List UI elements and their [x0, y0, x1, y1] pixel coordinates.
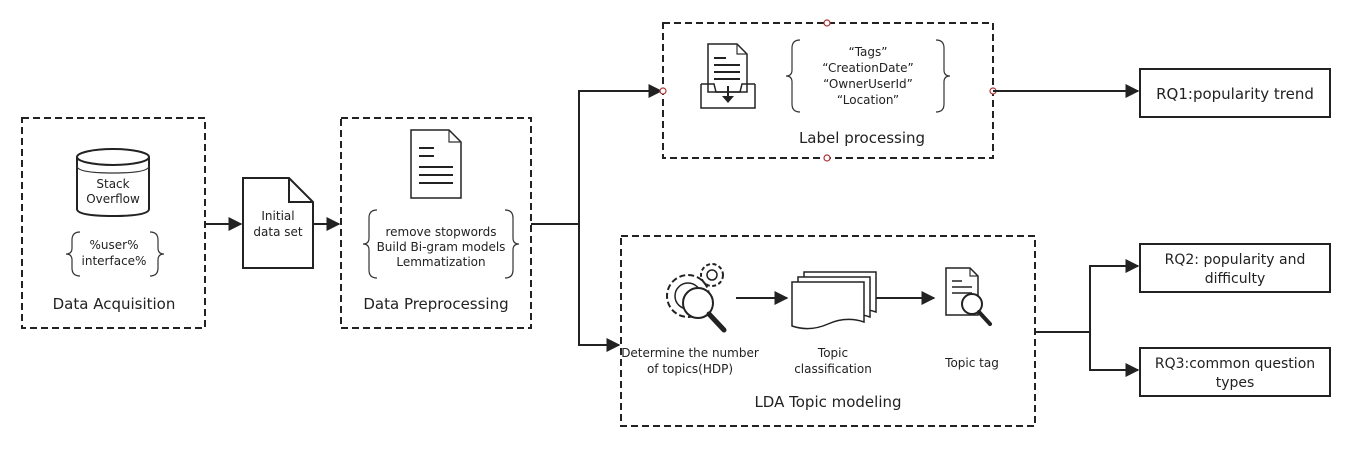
label-field-3: “OwnerUserId” [823, 77, 913, 91]
lda-step2-line2: classification [794, 362, 872, 376]
query-line1: %user% [90, 238, 139, 252]
rq1-box: RQ1:popularity trend [1139, 68, 1331, 118]
rq2-label-line2: difficulty [1205, 271, 1266, 287]
inbox-download-icon [700, 43, 756, 109]
lda-step2-line1: Topic [817, 346, 848, 360]
branch-connectors [531, 84, 663, 352]
initial-data-document: Initial data set [242, 177, 314, 269]
document-search-icon [945, 267, 992, 326]
lda-step1-line2: of topics(HDP) [647, 362, 733, 376]
preprocessing-step-2: Build Bi-gram models [377, 240, 506, 254]
preprocessing-step-1: remove stopwords [385, 225, 496, 239]
initial-data-line2: data set [253, 225, 302, 239]
lda-topic-modeling-box: Determine the number of topics(HDP) Topi… [620, 235, 1036, 427]
database-label-line2: Overflow [86, 192, 140, 206]
database-icon [76, 148, 150, 218]
rq3-label-line2: types [1216, 375, 1255, 391]
lda-title: LDA Topic modeling [754, 393, 901, 411]
lda-step1-line1: Determine the number [621, 346, 759, 360]
gears-magnifier-icon [666, 263, 727, 333]
rq3-box: RQ3:common question types [1139, 347, 1331, 397]
right-brace-icon [149, 231, 165, 277]
label-processing-box: “Tags” “CreationDate” “OwnerUserId” “Loc… [659, 19, 997, 162]
rq1-label: RQ1:popularity trend [1156, 85, 1314, 103]
rq2-box: RQ2: popularity and difficulty [1139, 243, 1331, 293]
label-field-2: “CreationDate” [822, 61, 913, 75]
initial-data-line1: Initial [261, 209, 294, 223]
label-processing-title: Label processing [799, 129, 925, 147]
rq2-label-line1: RQ2: popularity and [1165, 252, 1306, 268]
data-acquisition-title: Data Acquisition [53, 295, 176, 313]
left-brace-icon [65, 231, 81, 277]
lda-output-connectors [1035, 259, 1140, 377]
right-brace-icon [935, 39, 951, 113]
stacked-documents-icon [791, 271, 877, 330]
query-line2: interface% [82, 254, 147, 268]
left-brace-icon [362, 209, 378, 279]
data-preprocessing-title: Data Preprocessing [363, 295, 508, 313]
data-preprocessing-box: remove stopwords Build Bi-gram models Le… [340, 117, 532, 329]
label-field-1: “Tags” [849, 45, 888, 59]
document-icon [410, 129, 462, 199]
lda-step3: Topic tag [944, 356, 999, 370]
database-label-line1: Stack [96, 177, 129, 191]
right-brace-icon [504, 209, 520, 279]
data-acquisition-box: Stack Overflow %user% interface% Data Ac… [21, 117, 206, 329]
left-brace-icon [785, 39, 801, 113]
rq3-label-line1: RQ3:common question [1155, 356, 1315, 372]
label-field-4: “Location” [837, 93, 899, 107]
preprocessing-step-3: Lemmatization [396, 255, 485, 269]
